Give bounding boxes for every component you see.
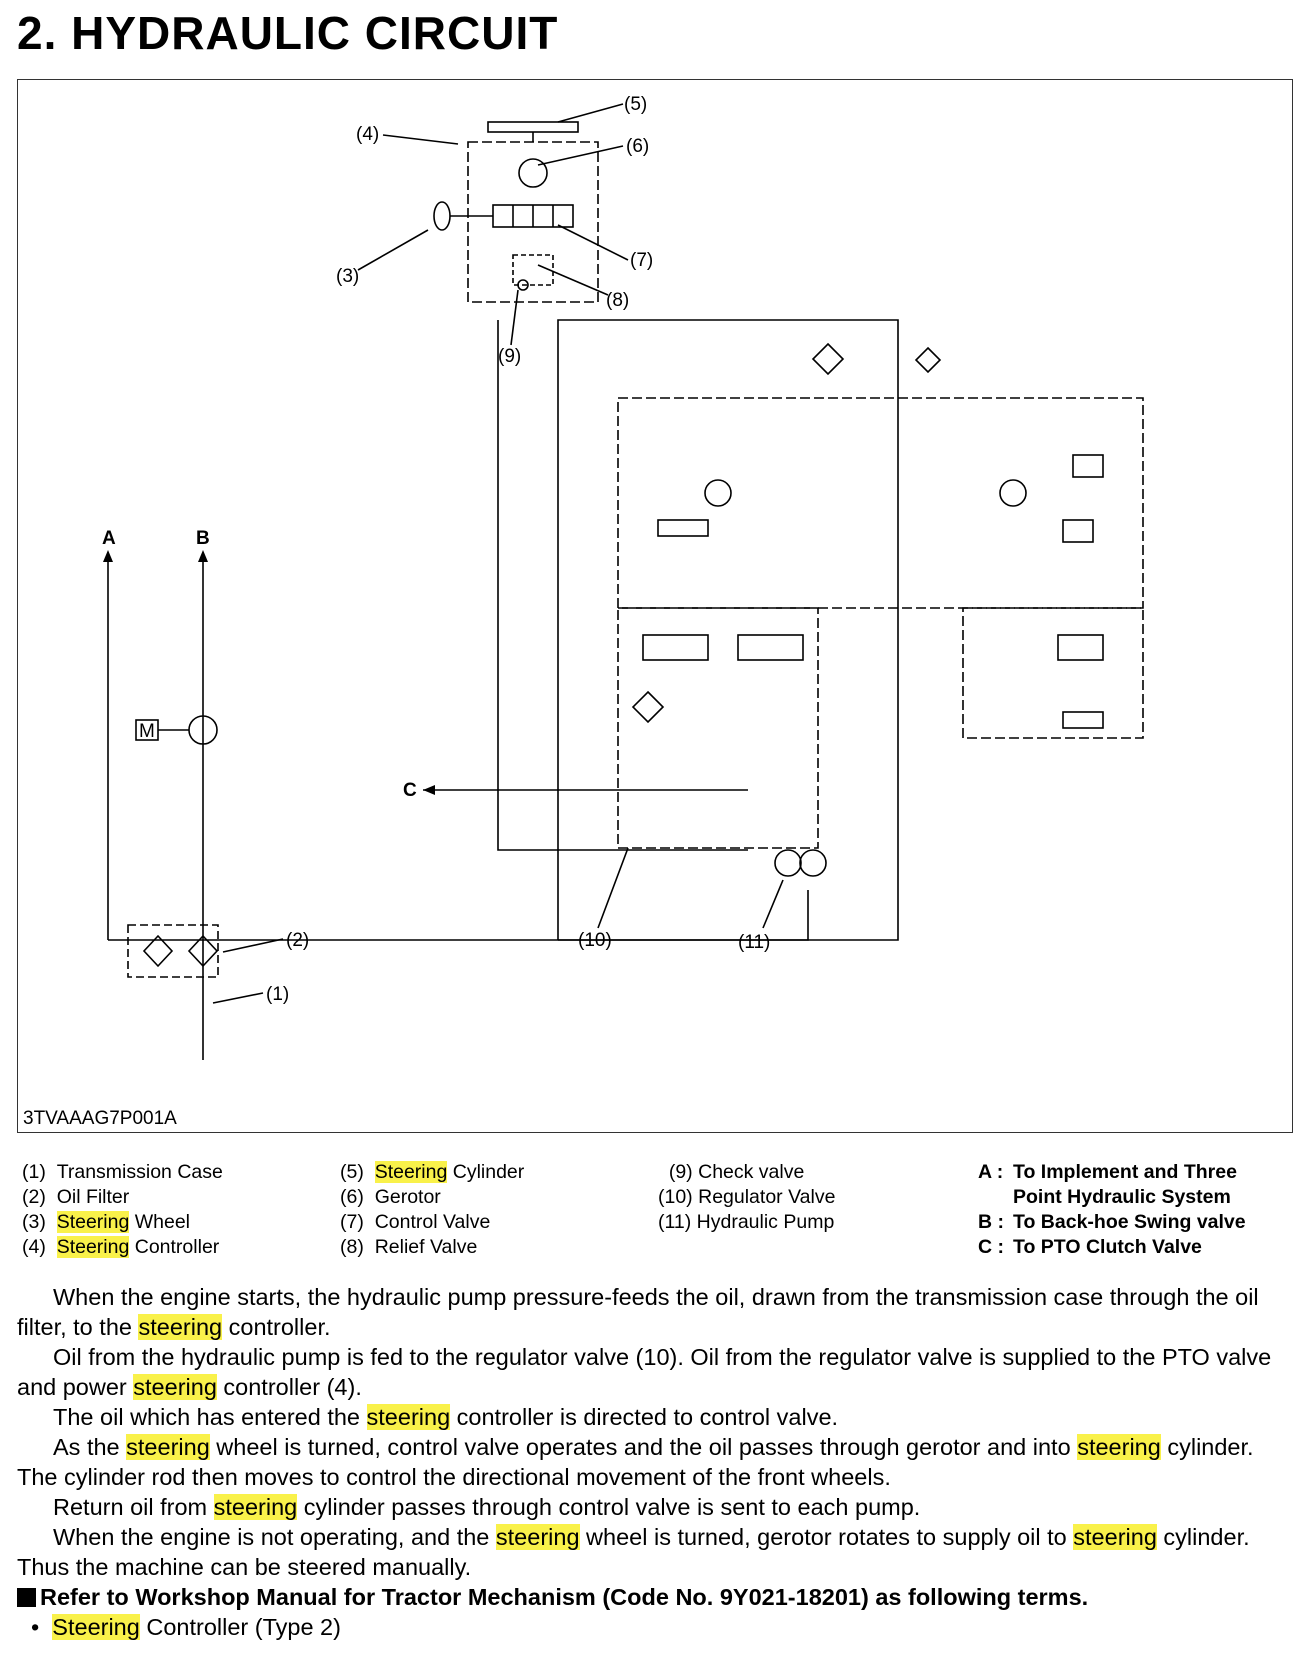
legend-item: (10) Regulator Valve <box>658 1186 836 1208</box>
legend-item: (6) Gerotor <box>340 1186 441 1208</box>
hydraulic-circuit-diagram: A B C M (1) (2) (3) (4) (5) (6) (7) (8) … <box>17 79 1293 1133</box>
description-text: When the engine starts, the hydraulic pu… <box>17 1282 1299 1642</box>
callout-1: (1) <box>266 984 289 1005</box>
circuit-schematic: A B C M (1) (2) (3) (4) (5) (6) (7) (8) … <box>102 94 1144 1060</box>
callout-9: (9) <box>498 346 521 367</box>
legend-item: Point Hydraulic System <box>1013 1186 1231 1208</box>
legend-item: (5) Steering Cylinder <box>340 1161 525 1183</box>
figure-code: 3TVAAAG7P001A <box>23 1108 177 1129</box>
paragraph: When the engine starts, the hydraulic pu… <box>17 1284 1259 1340</box>
legend-item: (2) Oil Filter <box>22 1186 130 1208</box>
legend-item: A :To Implement and Three <box>978 1161 1237 1183</box>
callout-7: (7) <box>630 250 653 271</box>
legend-item: C :To PTO Clutch Valve <box>978 1236 1202 1258</box>
bullet-item: • Steering Controller (Type 2) <box>31 1614 341 1640</box>
legend-column-ports: A :To Implement and Three Point Hydrauli… <box>978 1160 1246 1260</box>
paragraph: The oil which has entered the steering c… <box>53 1404 839 1430</box>
legend-item: (11) Hydraulic Pump <box>658 1211 835 1233</box>
callout-2: (2) <box>286 930 309 951</box>
legend-item: (7) Control Valve <box>340 1211 491 1233</box>
paragraph: Return oil from steering cylinder passes… <box>53 1494 921 1520</box>
page-title: 2. HYDRAULIC CIRCUIT <box>17 7 559 59</box>
callout-5: (5) <box>624 94 647 115</box>
callout-6: (6) <box>626 136 649 157</box>
legend-item: B :To Back-hoe Swing valve <box>978 1211 1246 1233</box>
callout-11: (11) <box>738 932 770 953</box>
callout-4: (4) <box>356 124 379 145</box>
legend-column-1: (1) Transmission Case (2) Oil Filter (3)… <box>22 1160 223 1260</box>
legend-item: (1) Transmission Case <box>22 1161 223 1183</box>
paragraph: When the engine is not operating, and th… <box>17 1524 1250 1580</box>
port-b-label: B <box>196 528 210 549</box>
paragraph: Oil from the hydraulic pump is fed to th… <box>17 1344 1272 1400</box>
legend-item: (3) Steering Wheel <box>22 1211 191 1233</box>
motor-label: M <box>139 721 155 742</box>
port-c-label: C <box>403 780 417 801</box>
legend-item: (8) Relief Valve <box>340 1236 478 1258</box>
callout-8: (8) <box>606 290 629 311</box>
square-bullet-icon <box>17 1588 36 1607</box>
callout-10: (10) <box>578 930 612 951</box>
workshop-manual-reference: Refer to Workshop Manual for Tractor Mec… <box>17 1582 1299 1612</box>
paragraph: As the steering wheel is turned, control… <box>17 1434 1254 1490</box>
legend-item: (4) Steering Controller <box>22 1236 220 1258</box>
legend-column-3: (9) Check valve (10) Regulator Valve (11… <box>658 1160 835 1235</box>
port-a-label: A <box>102 528 116 549</box>
callout-3: (3) <box>336 266 359 287</box>
legend-item: (9) Check valve <box>668 1161 805 1183</box>
legend-column-2: (5) Steering Cylinder (6) Gerotor (7) Co… <box>340 1160 524 1260</box>
